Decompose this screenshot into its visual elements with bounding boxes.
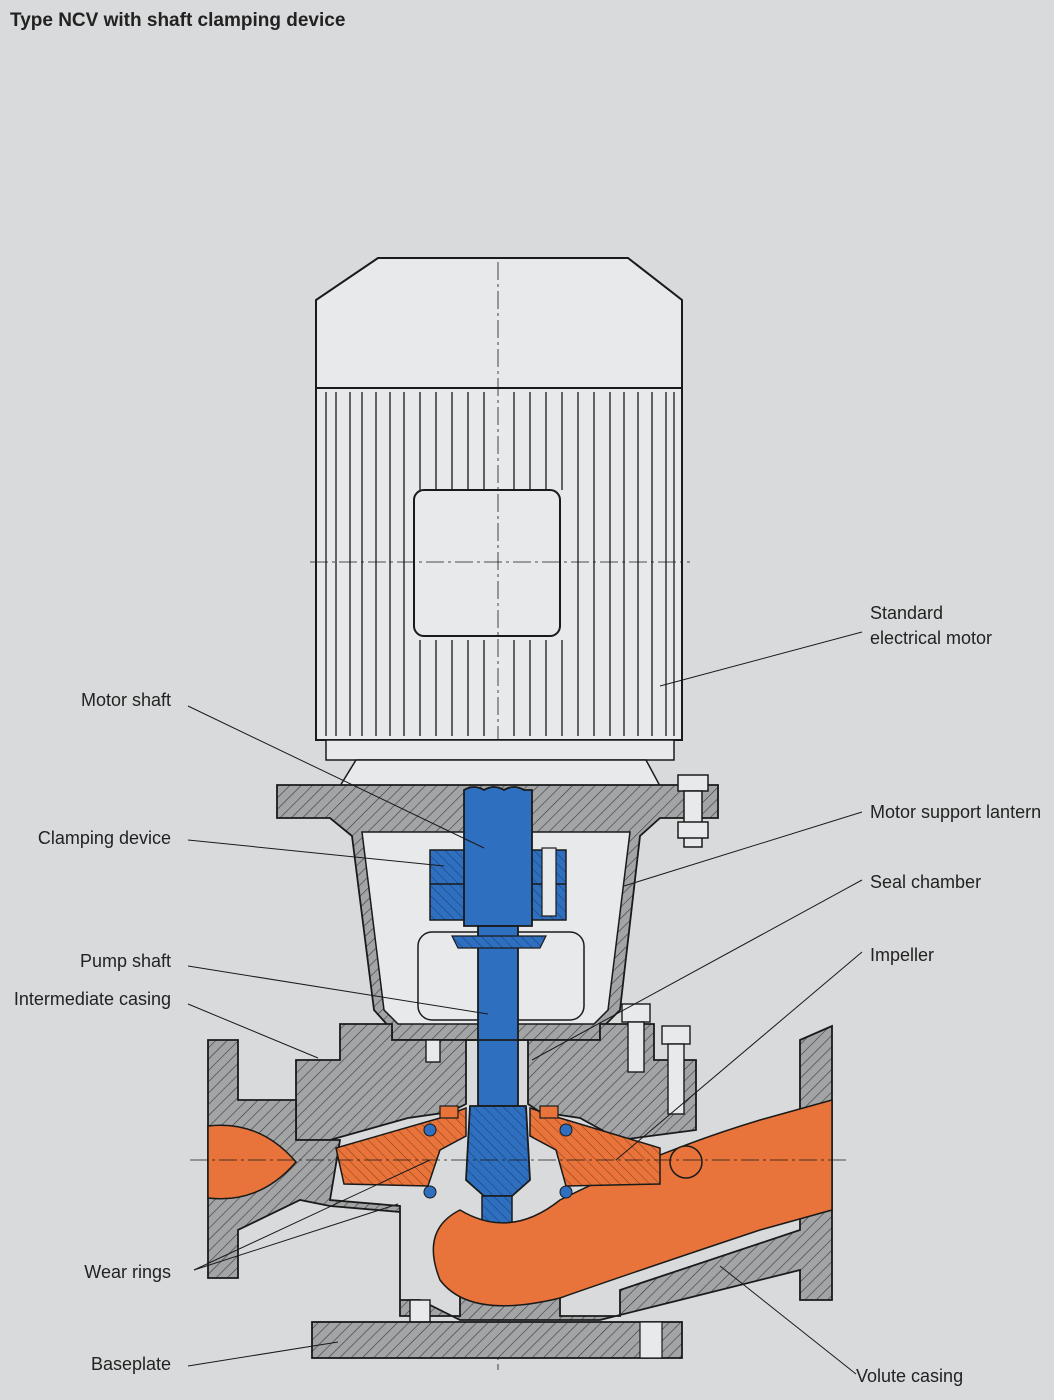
label-volute-casing: Volute casing [856,1366,964,1386]
pump-shaft [451,925,547,1237]
baseplate [311,1321,683,1359]
label-motor-support-lantern: Motor support lantern [870,802,1042,822]
wear-rings [423,1123,573,1199]
motor-shaft [463,786,533,927]
label-baseplate: Baseplate [90,1354,171,1374]
label-intermediate-casing: Intermediate casing [13,989,171,1009]
label-wear-rings: Wear rings [84,1262,171,1282]
leader-lines [187,631,863,1375]
label-pump-shaft: Pump shaft [79,951,171,971]
label-impeller: Impeller [870,945,935,965]
label-standard-motor-line1: Standard [870,603,944,623]
standard-electrical-motor [310,257,690,1370]
label-standard-electrical-motor: Standard electrical motor [870,601,992,651]
volute-casing [207,1024,833,1321]
diagram-title: Type NCV with shaft clamping device [10,10,346,31]
label-seal-chamber: Seal chamber [870,872,982,892]
label-standard-motor-line2: electrical motor [870,628,993,648]
label-clamping-device: Clamping device [37,828,171,848]
label-motor-shaft: Motor shaft [80,690,171,710]
